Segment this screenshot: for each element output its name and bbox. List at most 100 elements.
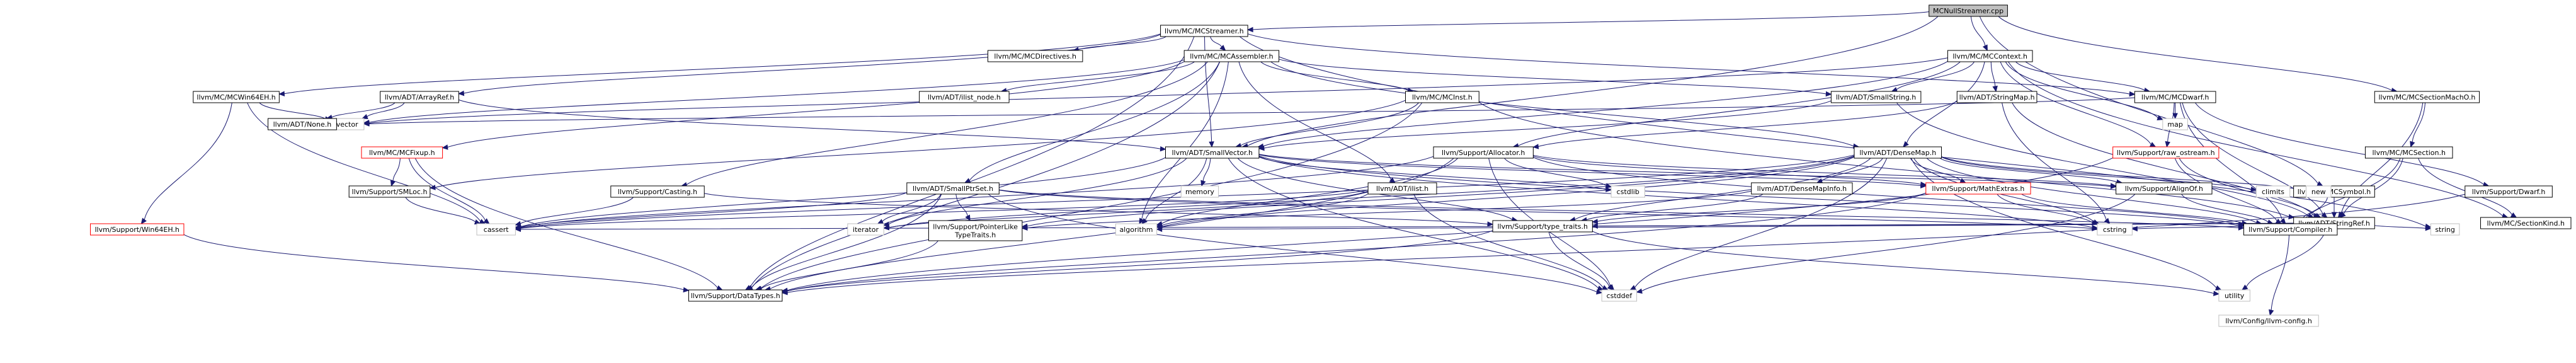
edge-smallptrset-to-cstddef	[988, 193, 1603, 295]
node-mcsectionmacho[interactable]: llvm/MC/MCSectionMachO.h	[2374, 91, 2480, 103]
node-label: llvm/MC/MCSectionMachO.h	[2378, 93, 2475, 101]
node-mcwin64eh[interactable]: llvm/MC/MCWin64EH.h	[193, 91, 280, 103]
node-box	[610, 185, 705, 198]
node-densemapinfo[interactable]: llvm/ADT/DenseMapInfo.h	[1751, 182, 1853, 195]
node-box	[919, 91, 1010, 103]
edge-smallvector-to-cstddef	[1228, 158, 1604, 291]
edge-compiler-to-llvmconfig	[2269, 234, 2289, 316]
node-box	[193, 91, 280, 103]
node-utility: utility	[2218, 289, 2250, 302]
node-label: llvm/MC/SectionKind.h	[2487, 219, 2565, 228]
edge-mcdwarf-to-map	[2172, 103, 2178, 120]
node-root[interactable]: MCNullStreamer.cpp	[1929, 4, 2008, 17]
node-box	[2134, 91, 2216, 103]
edge-root-to-mcstreamer	[1246, 11, 1929, 33]
node-label: llvm/MC/MCDwarf.h	[2141, 93, 2209, 101]
node-box	[1854, 146, 1942, 159]
edge-mccontext-to-mcdwarf	[2015, 61, 2151, 93]
node-box	[1183, 50, 1280, 62]
edge-arrayref-to-smallvector	[459, 99, 1166, 152]
node-layer: MCNullStreamer.cpp llvm/MC/MCStreamer.h ll…	[89, 4, 2572, 327]
node-label: cstddef	[1607, 292, 1633, 300]
edge-typetraits-to-cstddef	[1548, 231, 1614, 291]
node-label: llvm/ADT/DenseMapInfo.h	[1757, 185, 1847, 193]
node-label: iterator	[853, 226, 879, 234]
node-ilist_node[interactable]: llvm/ADT/ilist_node.h	[919, 91, 1010, 103]
node-label: llvm/ADT/ilist_node.h	[928, 93, 1001, 101]
node-mcstreamer[interactable]: llvm/MC/MCStreamer.h	[1160, 25, 1248, 37]
node-smallvector[interactable]: llvm/ADT/SmallVector.h	[1165, 146, 1260, 159]
edge-mcfixup-to-cassert	[408, 158, 490, 224]
node-arrayref[interactable]: llvm/ADT/ArrayRef.h	[380, 91, 459, 103]
node-label: llvm/Support/Allocator.h	[1442, 149, 1525, 157]
node-label: llvm/ADT/ilist.h	[1376, 185, 1428, 193]
node-box	[847, 223, 884, 236]
node-label: llvm/MC/MCInst.h	[1412, 93, 1473, 101]
node-label: cassert	[484, 226, 510, 234]
edge-mccontext-to-smallstring	[1891, 61, 1975, 93]
edge-stringref-to-string	[2374, 225, 2432, 231]
node-mccontext[interactable]: llvm/MC/MCContext.h	[1947, 50, 2033, 62]
node-mathextras[interactable]: llvm/Support/MathExtras.h	[1925, 182, 2031, 195]
edge-mcassembler-to-mcfixup	[442, 61, 1185, 150]
node-label: llvm/Support/Compiler.h	[2248, 226, 2332, 234]
node-box	[1610, 185, 1645, 198]
node-mcfixup[interactable]: llvm/MC/MCFixup.h	[361, 146, 443, 159]
node-label: llvm/MC/MCSection.h	[2372, 149, 2445, 157]
node-box	[1180, 185, 1219, 198]
node-label: llvm/Support/SMLoc.h	[352, 188, 428, 196]
node-win64ehsupport[interactable]: llvm/Support/Win64EH.h	[89, 223, 185, 236]
node-mcassembler[interactable]: llvm/MC/MCAssembler.h	[1183, 50, 1280, 62]
node-label: llvm/MC/MCStreamer.h	[1165, 27, 1244, 35]
node-stringmap[interactable]: llvm/ADT/StringMap.h	[1956, 91, 2037, 103]
node-allocator[interactable]: llvm/Support/Allocator.h	[1433, 146, 1534, 159]
node-mcinst[interactable]: llvm/MC/MCInst.h	[1405, 91, 1479, 103]
node-label: llvm/ADT/SmallVector.h	[1171, 149, 1253, 157]
edge-mathextras-to-datatypes	[781, 192, 1926, 294]
node-mcdirectives[interactable]: llvm/MC/MCDirectives.h	[987, 50, 1083, 62]
node-compiler[interactable]: llvm/Support/Compiler.h	[2243, 223, 2338, 236]
edge-ilist-to-iterator	[882, 190, 1369, 231]
edge-stringmap-to-cstring	[2002, 102, 2111, 224]
edge-allocator-to-alignof	[1533, 154, 2117, 188]
node-densemap[interactable]: llvm/ADT/DenseMap.h	[1854, 146, 1942, 159]
node-label: llvm/Support/raw_ostream.h	[2117, 149, 2215, 157]
node-mcsection[interactable]: llvm/MC/MCSection.h	[2364, 146, 2453, 159]
node-smloc[interactable]: llvm/Support/SMLoc.h	[348, 185, 431, 198]
edge-casting-to-typetraits	[704, 193, 1494, 227]
node-memory: memory	[1180, 185, 1219, 198]
node-box	[2255, 185, 2291, 198]
node-box	[2465, 185, 2553, 198]
node-rawostream[interactable]: llvm/Support/raw_ostream.h	[2112, 146, 2220, 159]
node-datatypes[interactable]: llvm/Support/DataTypes.h	[688, 289, 783, 302]
node-smallstring[interactable]: llvm/ADT/SmallString.h	[1830, 91, 1922, 103]
edge-ilist-to-algorithm	[1156, 193, 1369, 228]
edge-root-to-smallvector	[1241, 16, 1939, 149]
node-box	[380, 91, 459, 103]
edge-mccontext-to-map	[2005, 61, 2163, 120]
node-alignof[interactable]: llvm/Support/AlignOf.h	[2116, 182, 2213, 195]
node-casting[interactable]: llvm/Support/Casting.h	[610, 185, 705, 198]
node-typetraits[interactable]: llvm/Support/type_traits.h	[1492, 220, 1593, 233]
node-box	[1492, 220, 1593, 233]
node-label: utility	[2225, 292, 2245, 300]
edge-typetraits-to-utility	[1592, 231, 2220, 296]
edge-allocator-to-cstdlib	[1504, 158, 1612, 188]
edge-stringref-to-typetraits	[1592, 222, 2294, 229]
node-label: llvm/Support/AlignOf.h	[2125, 185, 2203, 193]
node-ilist[interactable]: llvm/ADT/ilist.h	[1367, 182, 1437, 195]
node-box	[1925, 182, 2031, 195]
node-supportdwarf[interactable]: llvm/Support/Dwarf.h	[2465, 185, 2553, 198]
node-cstddef: cstddef	[1601, 289, 1638, 302]
edge-densemapinfo-to-typetraits	[1580, 193, 1764, 222]
edge-mcdwarf-to-supportdwarf	[2194, 102, 2490, 187]
edge-mcassembler-to-smallstring	[1279, 59, 1832, 97]
node-sectionkind[interactable]: llvm/MC/SectionKind.h	[2480, 217, 2572, 229]
node-mcdwarf[interactable]: llvm/MC/MCDwarf.h	[2134, 91, 2216, 103]
node-none[interactable]: llvm/ADT/None.h	[268, 118, 337, 130]
node-smallptrset[interactable]: llvm/ADT/SmallPtrSet.h	[906, 182, 1000, 195]
node-label: llvm/ADT/StringMap.h	[1959, 93, 2035, 101]
edge-alignof-to-cstddef	[1636, 193, 2136, 294]
